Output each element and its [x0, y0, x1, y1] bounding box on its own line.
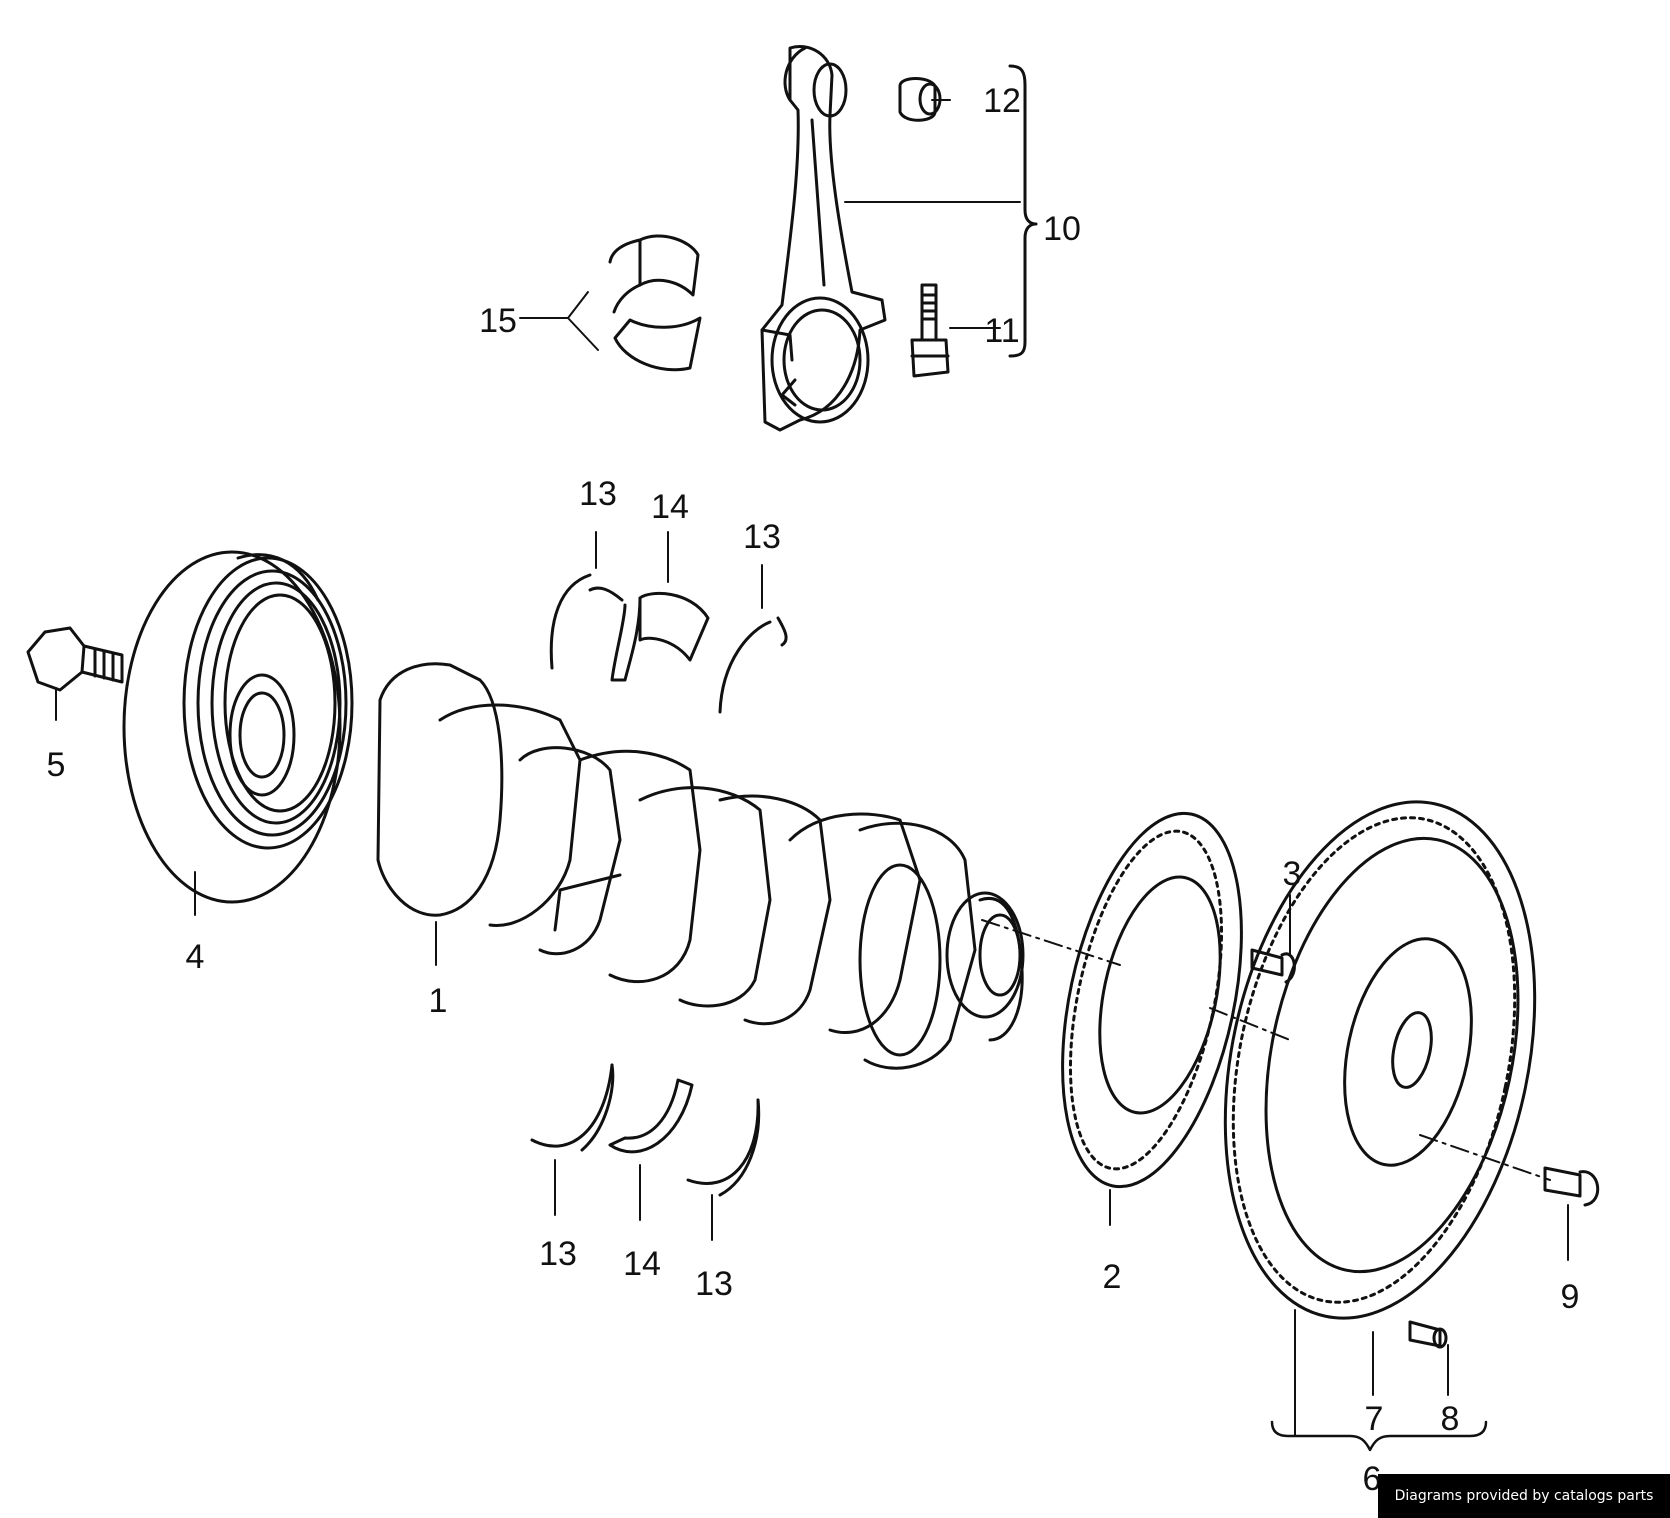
bracket-6 — [1270, 1420, 1488, 1452]
upper-bearing-parts — [549, 573, 788, 714]
callout-13-lower-left: 13 — [539, 1235, 577, 1273]
callout-12: 12 — [983, 82, 1021, 120]
callout-5: 5 — [47, 746, 66, 784]
dowel-pin — [1408, 1320, 1448, 1349]
credit-footer: Diagrams provided by catalogs parts — [1378, 1474, 1670, 1518]
connecting-rod — [760, 45, 887, 432]
callout-14-lower: 14 — [623, 1245, 661, 1283]
connecting-rod-bearing-shells — [608, 234, 702, 372]
pulley-bolt — [26, 626, 124, 692]
drive-plate — [1061, 811, 1243, 1189]
callout-9: 9 — [1561, 1278, 1580, 1316]
bracket-10 — [1008, 64, 1038, 358]
centre-axis — [981, 919, 1551, 1181]
callout-3: 3 — [1283, 855, 1302, 893]
callout-6: 6 — [1363, 1460, 1382, 1498]
callout-15: 15 — [479, 302, 517, 340]
flywheel — [1223, 800, 1537, 1320]
callout-7: 7 — [1365, 1400, 1384, 1438]
crankshaft-pulley — [122, 550, 354, 904]
callout-13-lower-right: 13 — [695, 1265, 733, 1303]
lower-bearing-parts — [530, 1063, 761, 1197]
connecting-rod-bolt — [910, 283, 950, 378]
callout-labels: 1 2 3 4 5 6 7 8 9 10 11 12 13 14 13 13 1… — [47, 82, 1580, 1498]
callout-11: 11 — [984, 312, 1019, 350]
leader-lines — [55, 99, 1569, 1436]
flywheel-bolt — [1543, 1166, 1600, 1207]
crankshaft — [376, 662, 1025, 1070]
callout-1: 1 — [429, 982, 448, 1020]
callout-13-upper-right: 13 — [743, 518, 781, 556]
callout-2: 2 — [1103, 1258, 1122, 1296]
callout-14-upper: 14 — [651, 488, 689, 526]
callout-13-upper-left: 13 — [579, 475, 617, 513]
callout-8: 8 — [1441, 1400, 1460, 1438]
callout-4: 4 — [186, 938, 205, 976]
callout-10: 10 — [1043, 210, 1081, 248]
